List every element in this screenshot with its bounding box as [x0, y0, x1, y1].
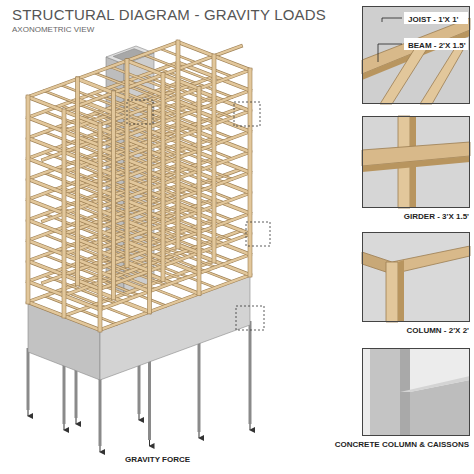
column	[161, 75, 164, 280]
column	[148, 107, 151, 312]
caisson	[63, 362, 66, 424]
gravity-arrow	[100, 446, 101, 452]
column	[125, 61, 128, 266]
column	[125, 61, 130, 266]
beam	[43, 152, 64, 160]
column	[248, 70, 251, 275]
column	[197, 89, 202, 294]
column	[212, 56, 215, 261]
column	[112, 93, 115, 298]
building-frame	[28, 42, 250, 380]
diagram-title: STRUCTURAL DIAGRAM - GRAVITY LOADS	[12, 6, 326, 23]
column	[62, 111, 65, 316]
gravity-arrow	[64, 424, 65, 430]
detail-panel: COLUMN - 2'X 2'	[362, 232, 470, 322]
subtitle: AXONOMETRIC VIEW	[12, 25, 94, 34]
beam	[43, 275, 64, 283]
caisson	[27, 348, 30, 410]
column	[62, 111, 67, 316]
member-label: CONCRETE COLUMN & CAISSONS	[335, 440, 469, 449]
column	[147, 107, 152, 312]
beam	[43, 214, 64, 222]
beam	[43, 214, 64, 222]
member-label: BEAM - 2'X 1.5'	[407, 41, 467, 50]
force-label: GRAVITY FORCE	[125, 455, 190, 464]
caisson	[198, 340, 201, 432]
column	[212, 56, 217, 261]
member-label: JOIST - 1'X 1'	[407, 15, 460, 24]
caisson	[148, 358, 151, 440]
gravity-arrow	[149, 440, 150, 446]
column	[26, 97, 31, 302]
caisson	[99, 376, 102, 446]
member-label: COLUMN - 2'X 2'	[407, 326, 469, 335]
detail-panel: CONCRETE COLUMN & CAISSONS	[362, 348, 470, 436]
gravity-arrow	[76, 418, 77, 424]
detail-panel: GIRDER - 3'X 1.5'	[362, 116, 470, 208]
gravity-arrow	[250, 424, 251, 430]
joist-beam-detail	[362, 6, 470, 104]
girder-detail	[362, 116, 470, 208]
detail-panel: JOIST - 1'X 1' BEAM - 2'X 1.5'	[362, 6, 470, 104]
gravity-arrow	[199, 432, 200, 438]
column	[176, 42, 181, 247]
concrete-detail	[362, 348, 470, 436]
gravity-arrow	[28, 410, 29, 416]
column	[176, 42, 179, 247]
column	[26, 97, 29, 302]
column	[76, 79, 79, 284]
beam	[43, 152, 64, 160]
column	[75, 79, 80, 284]
column	[248, 70, 253, 275]
beam	[43, 275, 64, 283]
column	[98, 125, 101, 330]
column	[98, 125, 103, 330]
column-detail	[362, 232, 470, 322]
detail-callouts	[127, 100, 270, 330]
gravity-arrow	[139, 414, 140, 420]
member-label: GIRDER - 3'X 1.5'	[404, 212, 469, 221]
column	[197, 89, 200, 294]
caisson	[249, 321, 252, 424]
column	[161, 75, 166, 280]
column	[111, 93, 116, 298]
